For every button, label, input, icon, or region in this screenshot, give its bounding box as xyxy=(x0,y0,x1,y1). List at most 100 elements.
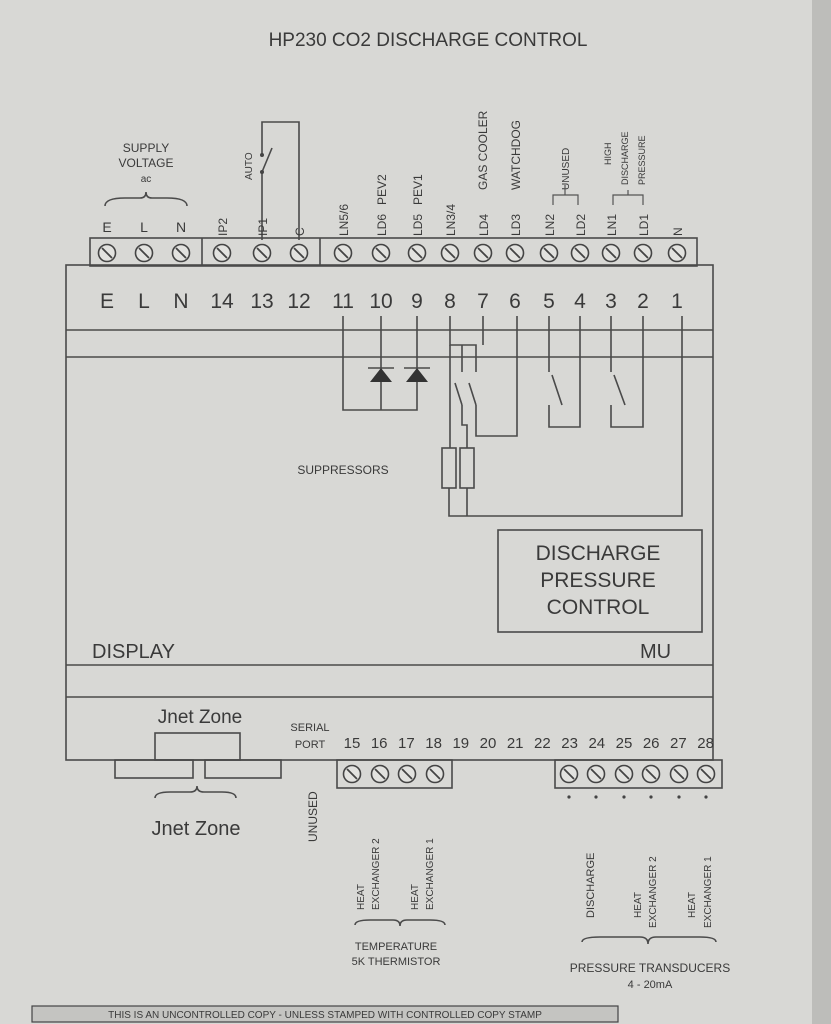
transducer-terminal-screw[interactable] xyxy=(696,764,716,784)
terminal-number: 16 xyxy=(371,735,388,752)
terminal-screw[interactable] xyxy=(134,243,154,263)
transducer-terminal-strip xyxy=(554,759,723,789)
thermistor-terminal-screw[interactable] xyxy=(397,764,417,784)
jnet-zone-bottom-label: Jnet Zone xyxy=(152,818,241,840)
terminal-screw[interactable] xyxy=(171,243,191,263)
terminal-screw[interactable] xyxy=(212,243,232,263)
terminal-number: 8 xyxy=(444,290,456,313)
suppressors-label: SUPPRESSORS xyxy=(297,463,388,477)
terminal-number: 11 xyxy=(332,290,354,313)
svg-text:SUPPLY: SUPPLY xyxy=(123,141,169,155)
terminal-screw[interactable] xyxy=(505,243,525,263)
svg-text:DISCHARGE: DISCHARGE xyxy=(536,542,661,565)
jnet-port[interactable] xyxy=(154,732,241,761)
supply-voltage-label: SUPPLY VOLTAGE ac xyxy=(104,141,188,207)
terminal-number: 21 xyxy=(507,735,524,752)
terminal-screw[interactable] xyxy=(601,243,621,263)
terminal-screw[interactable] xyxy=(252,243,272,263)
svg-text:HEAT: HEAT xyxy=(356,884,367,910)
terminal-label: IP1 xyxy=(256,218,270,236)
bottom-screws xyxy=(342,764,716,799)
transducer-terminal-screw[interactable] xyxy=(586,764,606,784)
display-label: DISPLAY xyxy=(92,641,175,663)
terminal-label: LD2 xyxy=(574,214,588,236)
terminal-number: 2 xyxy=(637,290,649,313)
top-screws xyxy=(97,243,687,263)
terminal-number: 17 xyxy=(398,735,415,752)
terminal-label: LD4 xyxy=(477,214,491,236)
svg-text:PRESSURE: PRESSURE xyxy=(540,569,656,592)
brace xyxy=(581,936,717,945)
terminal-screw[interactable] xyxy=(407,243,427,263)
label-high: HIGH xyxy=(603,143,613,166)
svg-text:DISCHARGE: DISCHARGE xyxy=(585,853,597,918)
transducer-terminal-screw[interactable] xyxy=(669,764,689,784)
svg-text:AUTO: AUTO xyxy=(244,152,255,180)
transducer-terminal-screw[interactable] xyxy=(614,764,634,784)
transducer-terminal-screw[interactable] xyxy=(641,764,661,784)
diagram-title: HP230 CO2 DISCHARGE CONTROL xyxy=(269,30,588,51)
terminal-number: E xyxy=(100,290,114,313)
label-pressure: PRESSURE xyxy=(637,135,647,185)
footer-box xyxy=(31,1005,619,1023)
thermistor-terminal-strip xyxy=(336,759,453,789)
terminal-number: 27 xyxy=(670,735,687,752)
terminal-number: 25 xyxy=(616,735,633,752)
transducer-group-label: PRESSURE TRANSDUCERS xyxy=(570,961,730,975)
terminal-screw[interactable] xyxy=(539,243,559,263)
discharge-pressure-control-box xyxy=(497,529,703,633)
terminal-number: 15 xyxy=(344,735,361,752)
thermistor-terminal-screw[interactable] xyxy=(370,764,390,784)
label-gas-cooler: GAS COOLER xyxy=(476,110,490,190)
terminal-label: LD6 xyxy=(375,214,389,236)
terminal-number: 13 xyxy=(250,290,273,313)
serial-unused-label: UNUSED xyxy=(306,791,320,842)
jnet-zone-top-label: Jnet Zone xyxy=(158,707,243,728)
thermistor-terminal-screw[interactable] xyxy=(425,764,445,784)
svg-text:CONTROL: CONTROL xyxy=(547,596,650,619)
thermistor-terminal-screw[interactable] xyxy=(342,764,362,784)
terminal-number: N xyxy=(173,290,188,313)
terminal-number: 6 xyxy=(509,290,521,313)
terminal-number: 4 xyxy=(574,290,586,313)
svg-text:4 - 20mA: 4 - 20mA xyxy=(628,979,673,991)
terminal-screw[interactable] xyxy=(289,243,309,263)
thermistor-labels: HEAT EXCHANGER 2 HEAT EXCHANGER 1 xyxy=(356,838,436,910)
svg-text:ac: ac xyxy=(141,174,152,185)
brace xyxy=(104,191,188,207)
terminal-screw[interactable] xyxy=(633,243,653,263)
terminal-screw[interactable] xyxy=(371,243,391,263)
terminal-label: LD5 xyxy=(411,214,425,236)
terminal-screw[interactable] xyxy=(667,243,687,263)
thermistor-group-label: TEMPERATURE xyxy=(355,941,437,953)
terminal-screw[interactable] xyxy=(333,243,353,263)
terminal-number: 3 xyxy=(605,290,617,313)
terminal-screw[interactable] xyxy=(473,243,493,263)
terminal-label: LN5/6 xyxy=(337,204,351,236)
terminal-number: 12 xyxy=(287,290,310,313)
svg-text:5K THERMISTOR: 5K THERMISTOR xyxy=(352,956,441,968)
terminal-screw[interactable] xyxy=(97,243,117,263)
terminal-screw[interactable] xyxy=(570,243,590,263)
terminal-label: N xyxy=(176,219,186,235)
terminal-label: LD3 xyxy=(509,214,523,236)
terminal-screw[interactable] xyxy=(440,243,460,263)
jnet-connector-2[interactable] xyxy=(204,759,282,779)
svg-text:VOLTAGE: VOLTAGE xyxy=(119,156,174,170)
discharge-pressure-control-label: DISCHARGE PRESSURE CONTROL xyxy=(536,542,661,619)
jnet-connector-1[interactable] xyxy=(114,759,194,779)
svg-text:HEAT: HEAT xyxy=(633,892,644,918)
transducer-terminal-screw[interactable] xyxy=(559,764,579,784)
svg-text:EXCHANGER 1: EXCHANGER 1 xyxy=(425,838,436,910)
terminal-label: LD1 xyxy=(637,214,651,236)
terminal-label: IP2 xyxy=(216,218,230,236)
terminal-number: L xyxy=(138,290,150,313)
terminal-label: C xyxy=(293,227,307,236)
footer-text: THIS IS AN UNCONTROLLED COPY - UNLESS ST… xyxy=(108,1010,542,1021)
svg-text:EXCHANGER 1: EXCHANGER 1 xyxy=(703,856,714,928)
serial-port-label: SERIAL xyxy=(290,722,329,734)
auto-switch: AUTO xyxy=(244,121,300,240)
